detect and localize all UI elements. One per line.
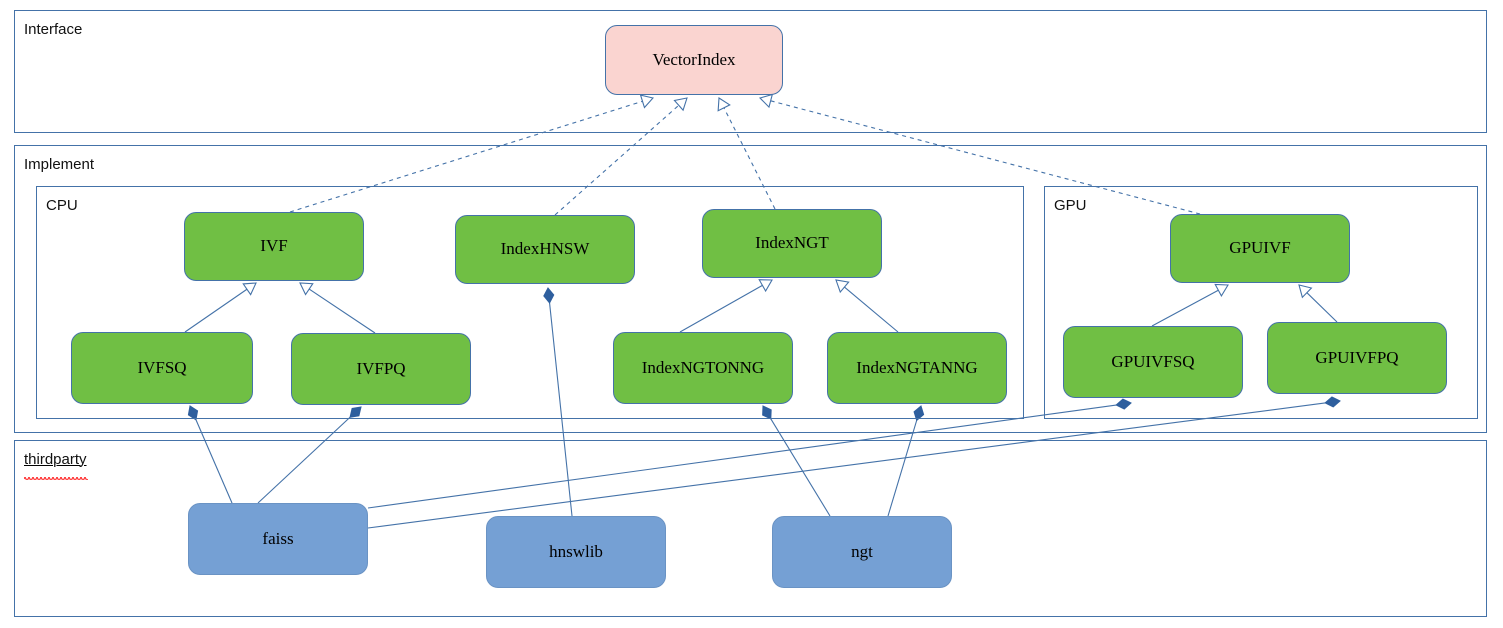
node-label-ivfpq: IVFPQ: [356, 358, 406, 378]
node-label-gpuivf: GPUIVF: [1229, 238, 1291, 258]
group-label-gpu: GPU: [1054, 197, 1087, 214]
group-label-interface: Interface: [24, 21, 83, 38]
group-label-implement: Implement: [24, 156, 95, 173]
node-label-indexngtonng: IndexNGTONNG: [641, 357, 765, 377]
node-label-ivf: IVF: [260, 236, 288, 256]
node-label-gpuivfpq: GPUIVFPQ: [1315, 347, 1399, 367]
group-label-cpu: CPU: [46, 197, 78, 214]
node-vectorindex[interactable]: VectorIndex: [605, 25, 783, 95]
node-indexngt[interactable]: IndexNGT: [702, 209, 882, 278]
node-label-indexngtanng: IndexNGTANNG: [856, 357, 978, 377]
node-label-ivfsq: IVFSQ: [137, 357, 187, 377]
node-indexngtanng[interactable]: IndexNGTANNG: [827, 332, 1007, 404]
node-label-vectorindex: VectorIndex: [652, 49, 736, 69]
group-box-cpu: [36, 186, 1024, 419]
group-box-interface: [14, 10, 1487, 133]
node-label-ngt: ngt: [851, 541, 873, 561]
group-box-thirdparty: [14, 440, 1487, 617]
node-ivfpq[interactable]: IVFPQ: [291, 333, 471, 405]
node-hnswlib[interactable]: hnswlib: [486, 516, 666, 588]
group-label-thirdparty: thirdparty: [24, 451, 87, 468]
node-ngt[interactable]: ngt: [772, 516, 952, 588]
node-gpuivfsq[interactable]: GPUIVFSQ: [1063, 326, 1243, 398]
node-gpuivf[interactable]: GPUIVF: [1170, 214, 1350, 283]
node-indexhnsw[interactable]: IndexHNSW: [455, 215, 635, 284]
node-label-indexngt: IndexNGT: [755, 233, 829, 253]
node-label-faiss: faiss: [262, 528, 294, 548]
node-label-gpuivfsq: GPUIVFSQ: [1111, 351, 1195, 371]
node-faiss[interactable]: faiss: [188, 503, 368, 575]
node-indexngtonng[interactable]: IndexNGTONNG: [613, 332, 793, 404]
group-box-implement: [14, 145, 1487, 433]
node-label-indexhnsw: IndexHNSW: [500, 239, 590, 259]
node-ivf[interactable]: IVF: [184, 212, 364, 281]
group-box-gpu: [1044, 186, 1478, 419]
node-label-hnswlib: hnswlib: [549, 541, 603, 561]
node-gpuivfpq[interactable]: GPUIVFPQ: [1267, 322, 1447, 394]
node-ivfsq[interactable]: IVFSQ: [71, 332, 253, 404]
